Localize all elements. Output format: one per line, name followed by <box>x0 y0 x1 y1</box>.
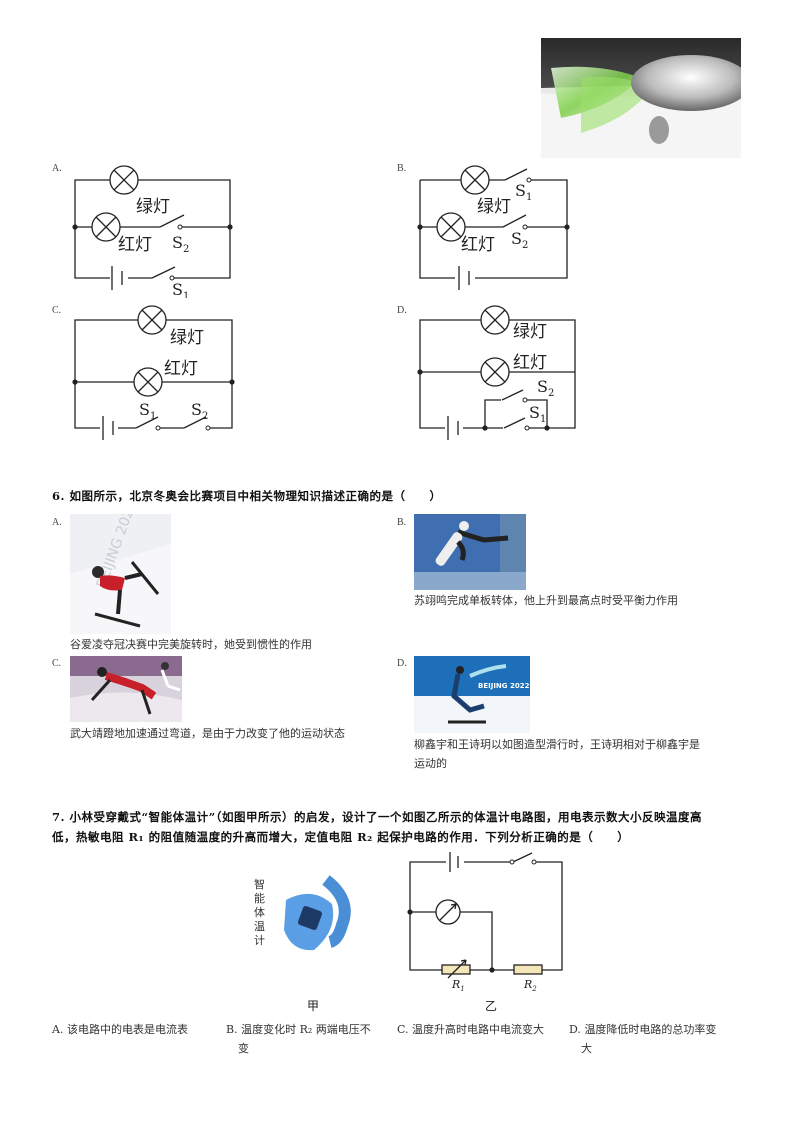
q5-d-s-bottom-sub: 1 <box>540 414 546 425</box>
q6-option-c-letter: C. <box>52 658 62 669</box>
q6-option-d-text-line2: 运动的 <box>414 757 447 770</box>
q5-c-s-bottom-sub: 2 <box>202 411 208 422</box>
q5-a-red-label: 红灯 <box>118 235 152 255</box>
r2-sub: 2 <box>531 985 537 993</box>
q5-b-s-bottom-sub: 2 <box>522 240 528 251</box>
q5-option-d-letter: D. <box>397 305 407 316</box>
svg-text:S2: S2 <box>537 377 554 399</box>
q5-d-s-top-sub: 2 <box>548 388 554 399</box>
q6-option-b-text: 苏翊鸣完成单板转体，他上升到最高点时受平衡力作用 <box>414 594 678 607</box>
q5-a-s-bottom-sub: 1 <box>183 291 189 298</box>
fig-jia-label: 甲 <box>307 999 320 1013</box>
q5-c-s-top: S <box>139 400 150 419</box>
svg-text:BEIJING 2022: BEIJING 2022 <box>478 682 530 690</box>
q7-option-a-letter: A. <box>52 1023 64 1036</box>
fig-yi-label: 乙 <box>485 999 498 1013</box>
q7-option-c-letter: C. <box>397 1023 409 1036</box>
pair-skaters-photo: BEIJING 2022 <box>414 656 530 733</box>
q5-a-s-top-sub: 2 <box>183 244 189 255</box>
q6-option-d-letter: D. <box>397 658 407 669</box>
q6-stem: 6. 如图所示，北京冬奥会比赛项目中相关物理知识描述正确的是（ ） <box>52 489 442 503</box>
q7-option-d-letter: D. <box>569 1023 581 1036</box>
q5-b-s-top-sub: 1 <box>526 192 532 203</box>
q7-circuit: R1 R2 <box>407 852 563 993</box>
q5-circuit-c: 绿灯 红灯 S1 S2 <box>72 305 235 440</box>
q5-a-s-top: S <box>172 233 183 252</box>
device-label-text: 智能体温计 <box>254 878 265 947</box>
q7-option-c-text: 温度升高时电路中电流变大 <box>412 1023 545 1036</box>
svg-text:R2: R2 <box>523 978 537 993</box>
svg-text:S2: S2 <box>172 233 189 255</box>
q6-option-a-text: 谷爱凌夺冠决赛中完美旋转时，她受到惯性的作用 <box>70 638 312 651</box>
q7-option-b: B. 温度变化时 R₂ 两端电压不 变 <box>226 1020 386 1058</box>
q7-option-a-text: 该电路中的电表是电流表 <box>66 1023 188 1036</box>
q7-option-a: A. 该电路中的电表是电流表 <box>52 1020 188 1039</box>
q7-option-b-text-line1: 温度变化时 R₂ 两端电压不 <box>241 1023 371 1036</box>
faucet-photo <box>541 38 741 158</box>
smart-thermometer-photo <box>272 870 356 960</box>
svg-text:S1: S1 <box>515 181 532 203</box>
svg-text:S1: S1 <box>529 403 546 425</box>
q5-b-s-bottom: S <box>511 229 522 248</box>
q6-option-d-text-line1: 柳鑫宇和王诗玥以如图造型滑行时，王诗玥相对于柳鑫宇是 <box>414 738 700 751</box>
svg-text:S2: S2 <box>511 229 528 251</box>
svg-text:S1: S1 <box>139 400 156 422</box>
q5-circuit-d: 绿灯 红灯 S2 S1 <box>417 305 576 440</box>
q5-c-s-bottom: S <box>191 400 202 419</box>
q5-b-green-label: 绿灯 <box>477 197 511 217</box>
svg-text:S1: S1 <box>172 280 189 298</box>
q5-c-red-label: 红灯 <box>164 359 198 379</box>
q5-c-s-top-sub: 1 <box>150 411 156 422</box>
r2-label: R <box>523 978 532 991</box>
q7-stem-line1: 7. 小林受穿戴式“智能体温计”（如图甲所示）的启发，设计了一个如图乙所示的体温… <box>52 810 702 824</box>
q5-option-a-letter: A. <box>52 163 62 174</box>
q5-d-green-label: 绿灯 <box>513 322 547 342</box>
q7-option-b-text-line2: 变 <box>238 1042 249 1055</box>
q6-option-b-letter: B. <box>397 517 407 528</box>
r1-label: R <box>451 978 460 991</box>
q7-option-b-letter: B. <box>226 1023 238 1036</box>
snowboarder-photo <box>414 514 526 590</box>
q5-d-s-bottom: S <box>529 403 540 422</box>
q7-stem-line2: 低，热敏电阻 R₁ 的阻值随温度的升高而增大，定值电阻 R₂ 起保护电路的作用．… <box>52 830 630 844</box>
q5-d-red-label: 红灯 <box>513 353 547 373</box>
q5-a-s-bottom: S <box>172 280 183 298</box>
q5-c-green-label: 绿灯 <box>170 328 204 348</box>
q5-b-red-label: 红灯 <box>461 235 495 255</box>
q6-option-c-text: 武大靖蹬地加速通过弯道，是由于力改变了他的运动状态 <box>70 727 345 740</box>
device-label: 智能体温计 <box>254 878 268 948</box>
q7-option-d: D. 温度降低时电路的总功率变 大 <box>569 1020 739 1058</box>
q5-b-s-top: S <box>515 181 526 200</box>
speed-skater-photo <box>70 656 182 722</box>
q5-d-s-top: S <box>537 377 548 396</box>
q7-option-c: C. 温度升高时电路中电流变大 <box>397 1020 544 1039</box>
q5-circuit-b: 绿灯 红灯 S1 S2 <box>417 165 570 290</box>
r1-sub: 1 <box>460 985 464 993</box>
q5-option-b-letter: B. <box>397 163 407 174</box>
q5-a-green-label: 绿灯 <box>136 197 170 217</box>
svg-text:R1: R1 <box>451 978 465 993</box>
q5-circuit-a: 绿灯 红灯 S2 S1 <box>72 165 233 298</box>
q6-option-a-letter: A. <box>52 517 62 528</box>
svg-text:S2: S2 <box>191 400 208 422</box>
q5-option-c-letter: C. <box>52 305 62 316</box>
q7-option-d-text-line2: 大 <box>581 1042 592 1055</box>
skier-photo: BEIJING 2022 <box>70 514 171 634</box>
q7-option-d-text-line1: 温度降低时电路的总功率变 <box>584 1023 717 1036</box>
